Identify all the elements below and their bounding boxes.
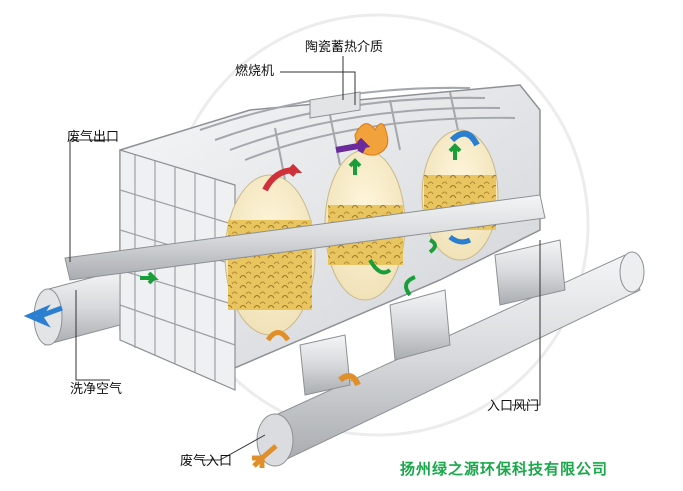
flow-arrow-icon xyxy=(335,137,371,154)
flow-arrow-icon xyxy=(338,373,361,387)
flow-arrow-icon xyxy=(428,238,437,254)
flow-arrow-icon xyxy=(140,271,159,285)
exhaust-outlet-pipe xyxy=(33,269,121,346)
flow-arrow-icon xyxy=(448,143,462,160)
label-exhaust-inlet: 废气入口 xyxy=(180,454,233,469)
leader-lines xyxy=(69,56,541,461)
branch-pipes xyxy=(299,239,566,396)
label-inlet-damper: 入口风门 xyxy=(487,399,540,414)
label-clean-air: 洗净空气 xyxy=(70,382,123,397)
flow-arrow-icon xyxy=(404,275,416,297)
label-exhaust-outlet: 废气出口 xyxy=(67,130,120,145)
flow-arrow-icon xyxy=(368,258,392,275)
collector-duct xyxy=(64,194,546,281)
flow-arrow-icon xyxy=(449,130,480,147)
company-brand: 扬州绿之源环保科技有限公司 xyxy=(400,460,609,478)
flow-arrow-icon xyxy=(23,304,63,328)
label-burner: 燃烧机 xyxy=(235,64,275,79)
flow-arrow-icon xyxy=(348,158,362,175)
flow-arrow-icon xyxy=(252,444,278,468)
flow-arrow-icon xyxy=(448,234,472,245)
flow-arrow-icon xyxy=(265,330,291,342)
label-ceramic-media: 陶瓷蓄热介质 xyxy=(305,40,384,55)
flow-arrow-icon xyxy=(262,163,303,192)
flow-arrows xyxy=(23,130,480,468)
